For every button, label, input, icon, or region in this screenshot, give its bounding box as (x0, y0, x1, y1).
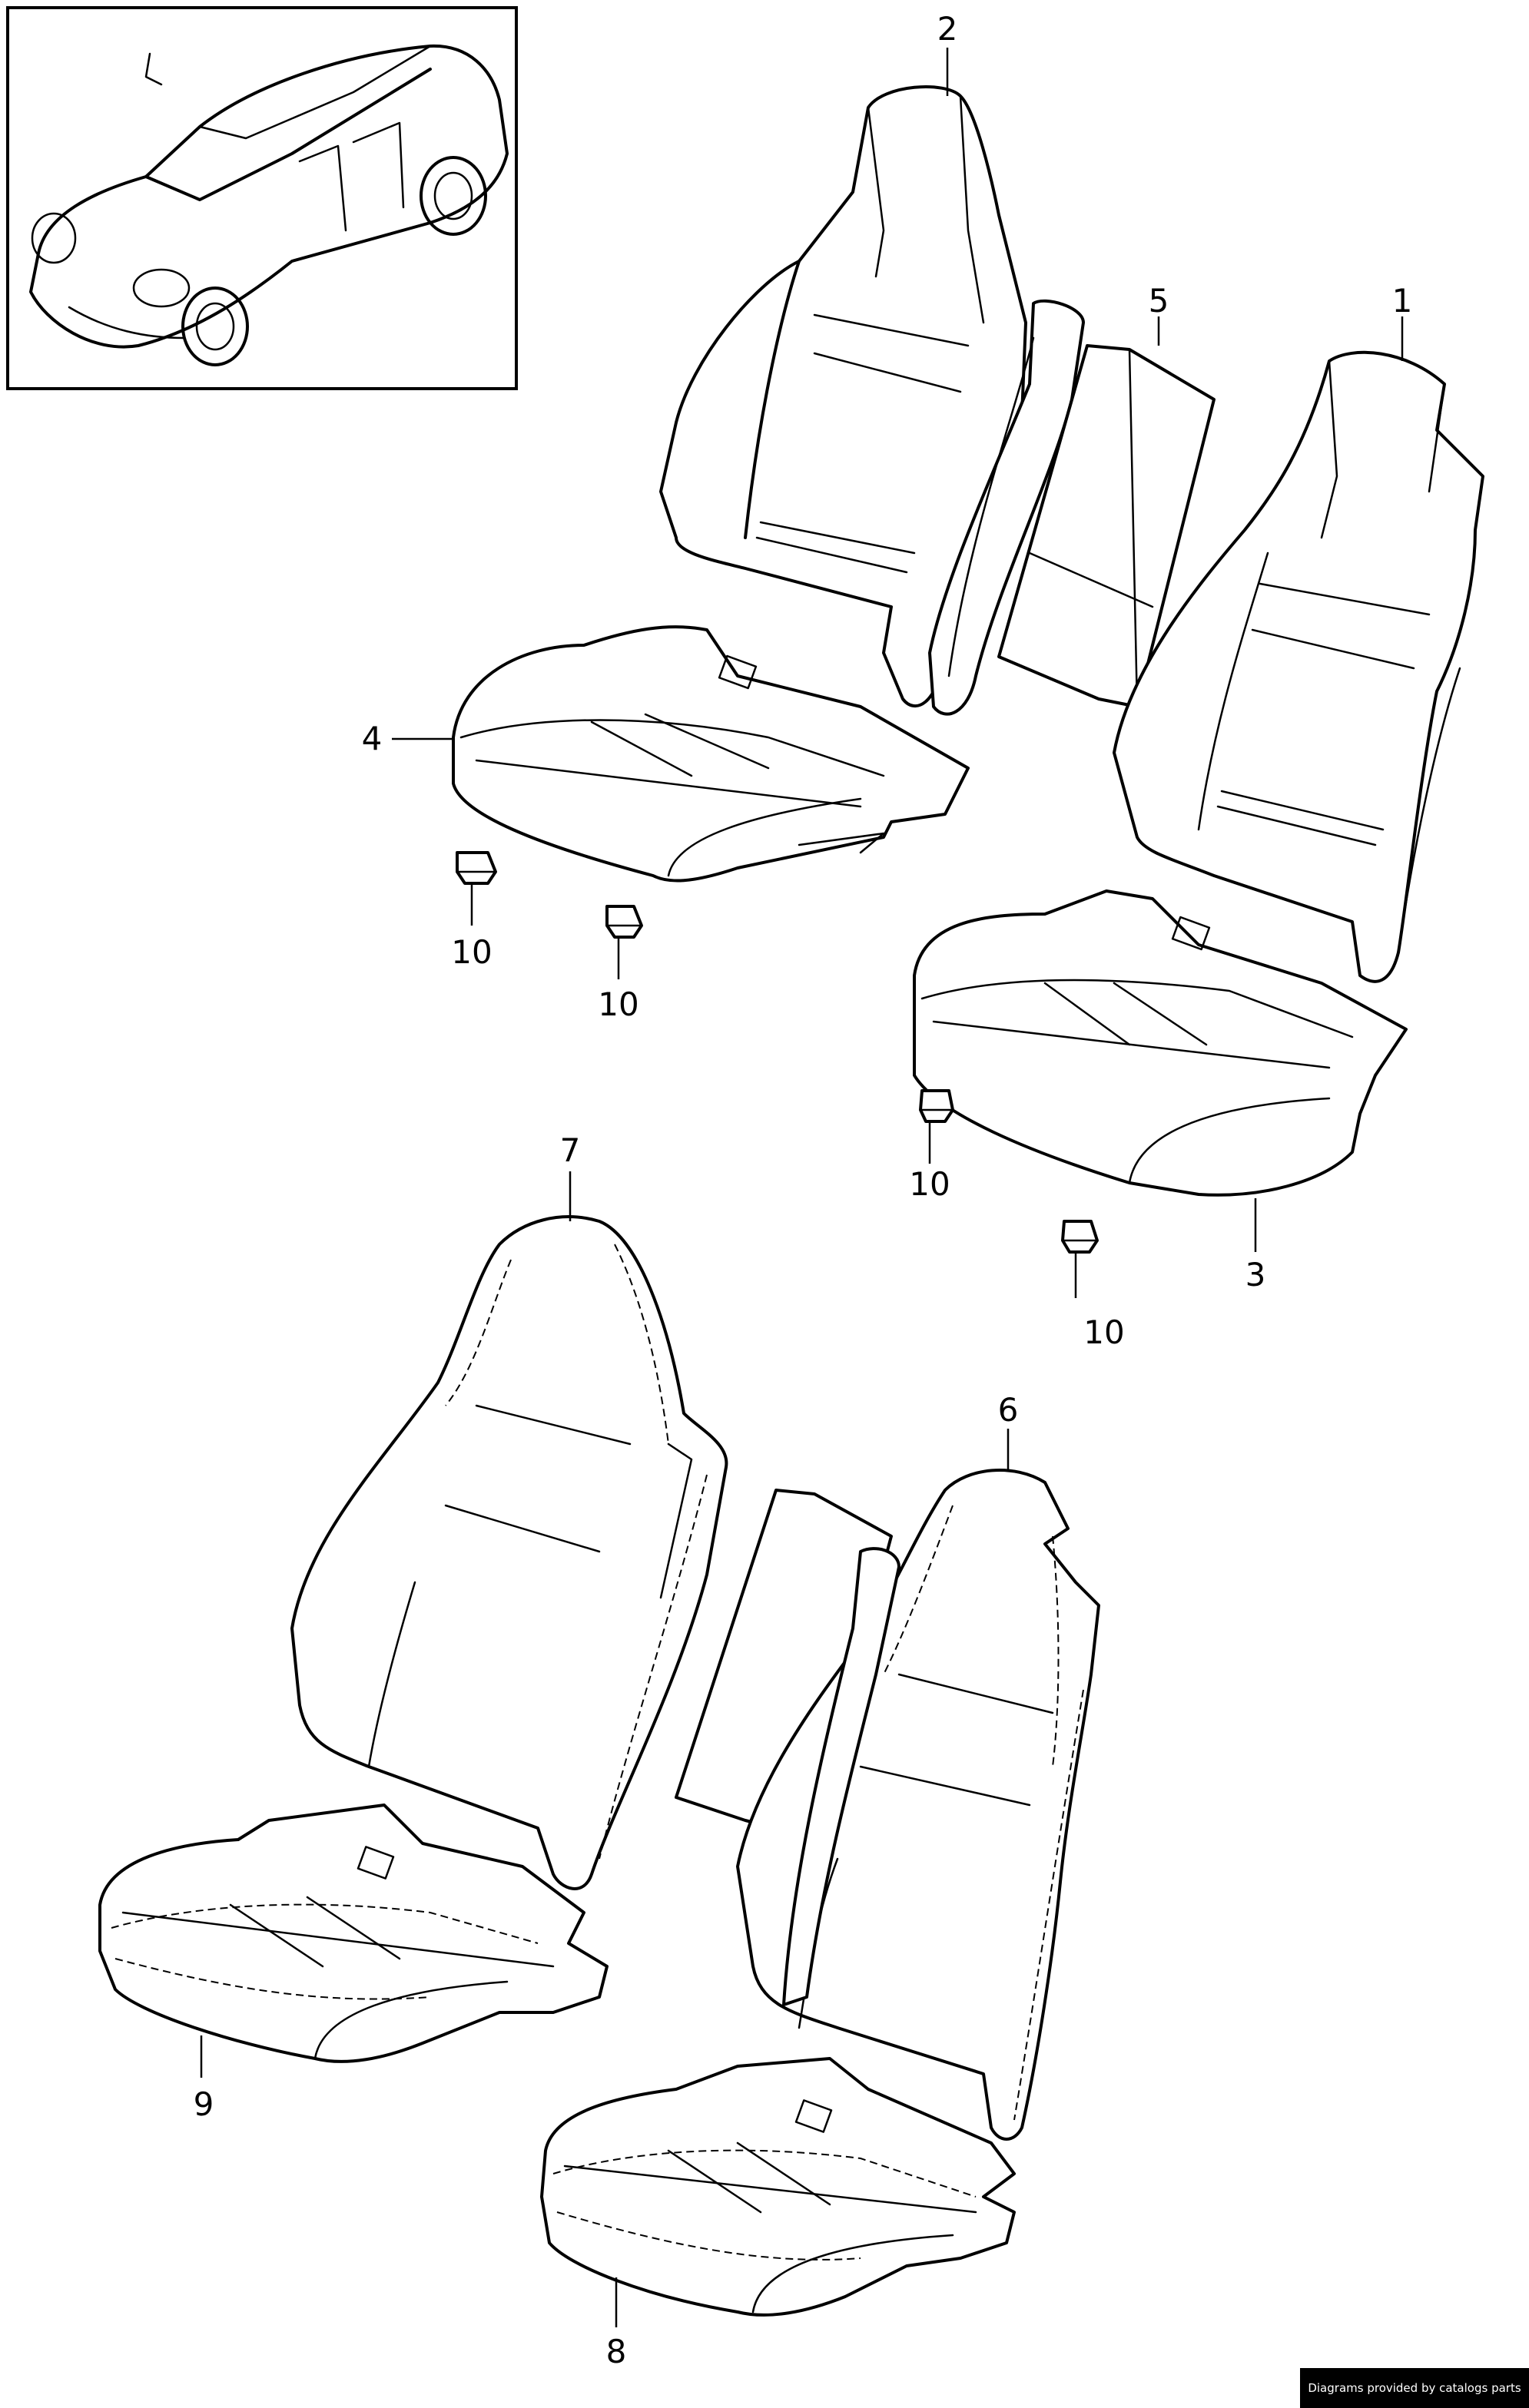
part-9-cushion (98, 1804, 609, 2063)
part-10-clip-b (605, 905, 643, 939)
callout-10-d: 10 (1083, 1313, 1125, 1351)
part-5-insert (997, 344, 1216, 708)
callout-7: 7 (559, 1131, 581, 1169)
callout-4: 4 (361, 720, 383, 757)
callout-5: 5 (1148, 282, 1169, 320)
part-8-cushion (540, 2057, 1016, 2317)
callout-10-a: 10 (451, 933, 493, 971)
callout-10-c: 10 (909, 1165, 950, 1203)
part-1-backrest (1113, 350, 1484, 983)
part-2-backrest (659, 85, 1085, 716)
callout-8: 8 (605, 2333, 627, 2370)
part-6-backrest (736, 1469, 1100, 2141)
part-7-backrest (290, 1215, 728, 1890)
callout-9: 9 (193, 2085, 214, 2123)
part-4-cushion (452, 625, 970, 883)
part-3-cushion (913, 889, 1408, 1197)
callout-6: 6 (997, 1391, 1019, 1429)
callout-10-b: 10 (598, 985, 639, 1023)
callout-2: 2 (937, 10, 958, 48)
leader-lines (200, 48, 1404, 2327)
part-10-clip-d (1061, 1220, 1099, 1254)
part-10-clip-a (456, 851, 497, 885)
callout-1: 1 (1391, 282, 1413, 320)
part-10-clip-c (919, 1089, 954, 1123)
car-thumbnail-icon (6, 6, 518, 390)
credit-badge: Diagrams provided by catalogs parts (1300, 2368, 1529, 2408)
callout-3: 3 (1245, 1256, 1266, 1293)
